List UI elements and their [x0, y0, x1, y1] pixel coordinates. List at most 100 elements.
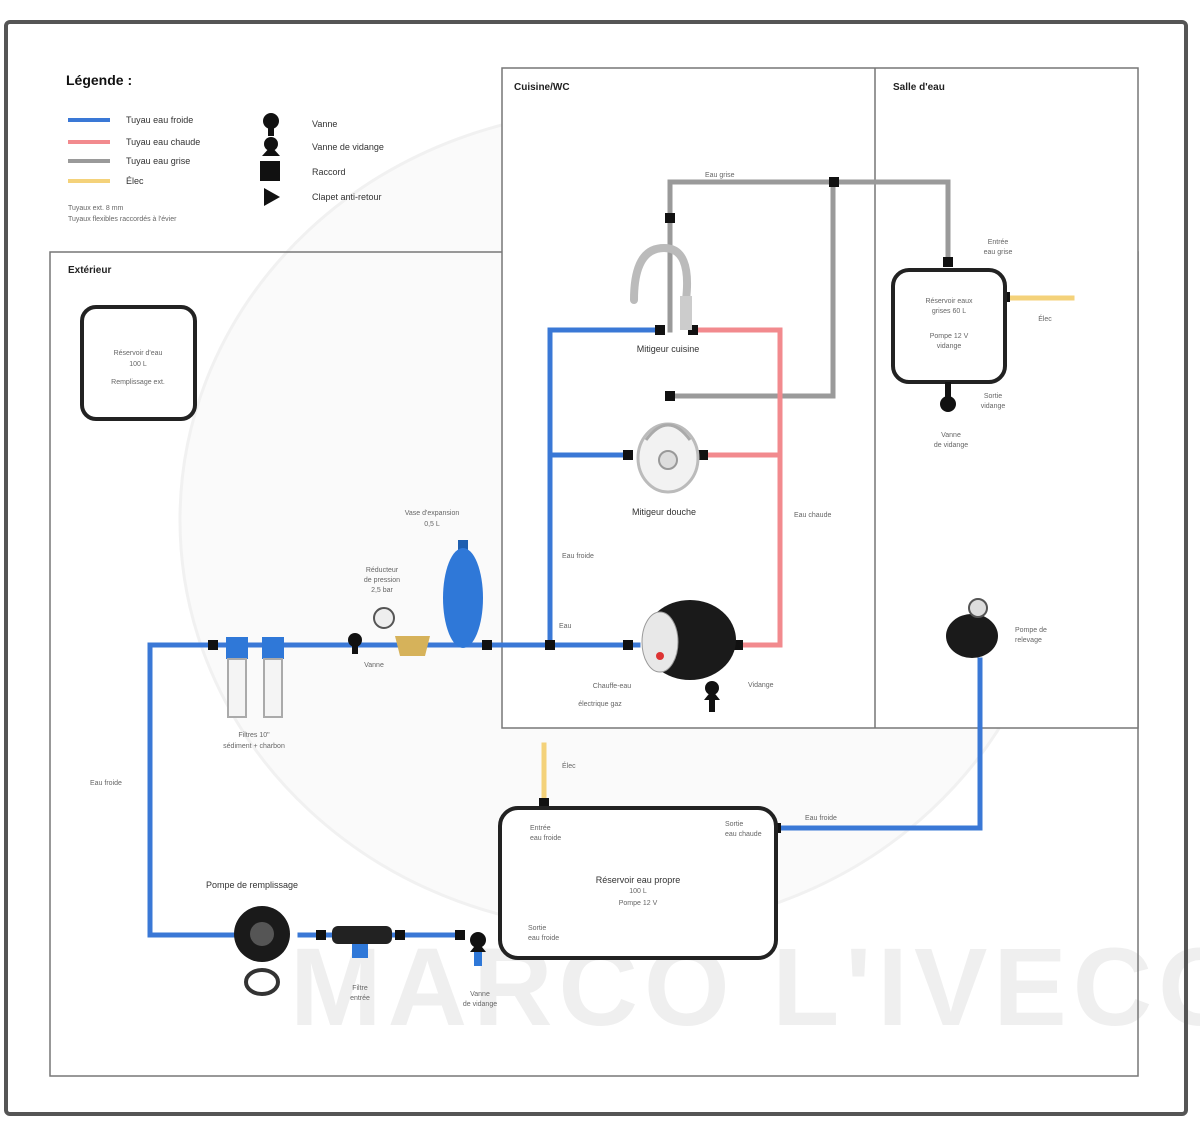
check-valve-icon: [264, 188, 280, 206]
inlet-filter-icon: [332, 926, 392, 958]
expansion-tank-label-2: 0,5 L: [424, 521, 440, 528]
heater-label-2: électrique gaz: [578, 701, 622, 708]
filters-icon: [226, 637, 284, 718]
grey-pump-label-2: relevage: [1015, 637, 1042, 644]
zone-kitchen-label: Cuisine/WC: [514, 82, 570, 93]
shower-faucet-label: Mitigeur douche: [632, 507, 696, 517]
heater-label-1: Chauffe-eau: [593, 683, 632, 690]
small-valve-label: Vanne: [364, 662, 384, 669]
inlet-filter-label-1: Filtre: [352, 985, 368, 992]
fitting-icon: [623, 450, 633, 460]
legend-label-cold: Tuyau eau froide: [126, 115, 193, 125]
fitting-icon: [655, 325, 665, 335]
pipe-tag-cold-left: Eau froide: [90, 780, 122, 787]
pipe-tag-cold-br: Eau froide: [805, 815, 837, 822]
pipe-tag-cold-vertical: Eau froide: [562, 553, 594, 560]
grey-tank-drain-1: Sortie: [984, 393, 1002, 400]
kitchen-faucet-label: Mitigeur cuisine: [637, 344, 700, 354]
svg-text:Réservoir eau propre: Réservoir eau propre: [596, 875, 681, 885]
pipe-tag-grey: Eau grise: [705, 172, 735, 179]
fitting-icon: [943, 257, 953, 267]
filters-label-2: sédiment + charbon: [223, 743, 285, 750]
svg-text:Sortie: Sortie: [725, 821, 743, 828]
svg-text:eau froide: eau froide: [530, 835, 561, 842]
drain-valve-icon: [940, 382, 956, 412]
drain-valve-icon: [470, 932, 486, 966]
legend-note-2: Tuyaux flexibles raccordés à l'évier: [68, 216, 177, 223]
valve-icon: [348, 633, 362, 654]
fitting-icon: [733, 640, 743, 650]
shower-faucet-icon: [636, 422, 700, 494]
legend-symbol-valve: Vanne: [312, 119, 337, 129]
drain-label: Vidange: [748, 682, 774, 689]
grey-tank-inlet-1: Entrée: [988, 239, 1009, 246]
svg-text:100 L: 100 L: [129, 361, 147, 368]
outer-frame: [4, 20, 1188, 1116]
grey-tank-elec: Élec: [1038, 314, 1052, 323]
inlet-pump-label: Pompe de remplissage: [206, 880, 298, 890]
svg-text:grises 60 L: grises 60 L: [932, 308, 966, 315]
svg-text:Sortie: Sortie: [528, 925, 546, 932]
elec-label: Élec: [562, 761, 576, 770]
valve-icon: [263, 113, 279, 136]
grey-pump-label-1: Pompe de: [1015, 627, 1047, 634]
tank-note: Réservoir d'eau 100 L Remplissage ext.: [80, 305, 197, 421]
grey-tank-inlet-2: eau grise: [984, 249, 1013, 256]
svg-text:Réservoir eaux: Réservoir eaux: [925, 298, 973, 305]
grey-water-tank: Réservoir eaux grises 60 L Pompe 12 V vi…: [891, 268, 1007, 384]
inlet-filter-label-2: entrée: [350, 995, 370, 1002]
pipe-tag-pump: Eau: [559, 623, 572, 630]
svg-text:100 L: 100 L: [629, 888, 647, 895]
pressure-label-1: Réducteur: [366, 567, 399, 574]
legend-title: Légende :: [66, 72, 132, 88]
drain-valve-icon: [704, 681, 720, 712]
pressure-label-3: 2,5 bar: [371, 587, 393, 594]
legend-label-hot: Tuyau eau chaude: [126, 137, 200, 147]
legend-label-elec: Élec: [126, 176, 144, 186]
fitting-icon: [665, 391, 675, 401]
pressure-label-2: de pression: [364, 577, 400, 584]
inlet-drain-label-2: de vidange: [463, 1001, 497, 1008]
fitting-icon: [545, 640, 555, 650]
expansion-tank-icon: [443, 540, 483, 648]
inlet-pump-icon: [234, 906, 290, 996]
svg-text:eau chaude: eau chaude: [725, 831, 762, 838]
fitting-icon: [208, 640, 218, 650]
grey-pump-icon: [946, 598, 998, 658]
pressure-reducer-icon: [373, 607, 430, 656]
legend-note-1: Tuyaux ext. 8 mm: [68, 205, 124, 212]
fitting-icon: [260, 161, 280, 181]
wires-elec: [541, 295, 1075, 803]
fitting-icon: [698, 450, 708, 460]
zone-exterior-label: Extérieur: [68, 265, 111, 276]
expansion-tank-label-1: Vase d'expansion: [405, 510, 460, 517]
legend-symbol-fitting: Raccord: [312, 167, 346, 177]
grey-tank-drain2-1: Vanne: [941, 432, 961, 439]
fitting-icon: [316, 930, 326, 940]
svg-text:Pompe 12 V: Pompe 12 V: [930, 333, 969, 340]
fitting-icon: [623, 640, 633, 650]
clean-water-tank: Entrée eau froide Sortie eau chaude Rése…: [498, 806, 778, 960]
svg-text:eau froide: eau froide: [528, 935, 559, 942]
svg-text:Réservoir d'eau: Réservoir d'eau: [114, 350, 163, 357]
inlet-drain-label-1: Vanne: [470, 991, 490, 998]
grey-tank-drain-2: vidange: [981, 403, 1006, 410]
svg-text:Pompe 12 V: Pompe 12 V: [619, 900, 658, 907]
water-heater-icon: [641, 600, 736, 680]
svg-text:Remplissage ext.: Remplissage ext.: [111, 379, 165, 386]
kitchen-faucet-icon: [630, 243, 692, 330]
pipes-grey: [667, 179, 951, 399]
fitting-icon: [482, 640, 492, 650]
fitting-icon: [665, 213, 675, 223]
pipe-tag-hot-vertical: Eau chaude: [794, 512, 831, 519]
grey-tank-drain2-2: de vidange: [934, 442, 968, 449]
fitting-icon: [395, 930, 405, 940]
drain-valve-icon: [262, 137, 280, 156]
fitting-icon: [688, 325, 698, 335]
fitting-icon: [829, 177, 839, 187]
fitting-icon: [455, 930, 465, 940]
legend-symbol-drain: Vanne de vidange: [312, 142, 384, 152]
svg-text:vidange: vidange: [937, 343, 962, 350]
legend-symbol-check: Clapet anti-retour: [312, 192, 382, 202]
